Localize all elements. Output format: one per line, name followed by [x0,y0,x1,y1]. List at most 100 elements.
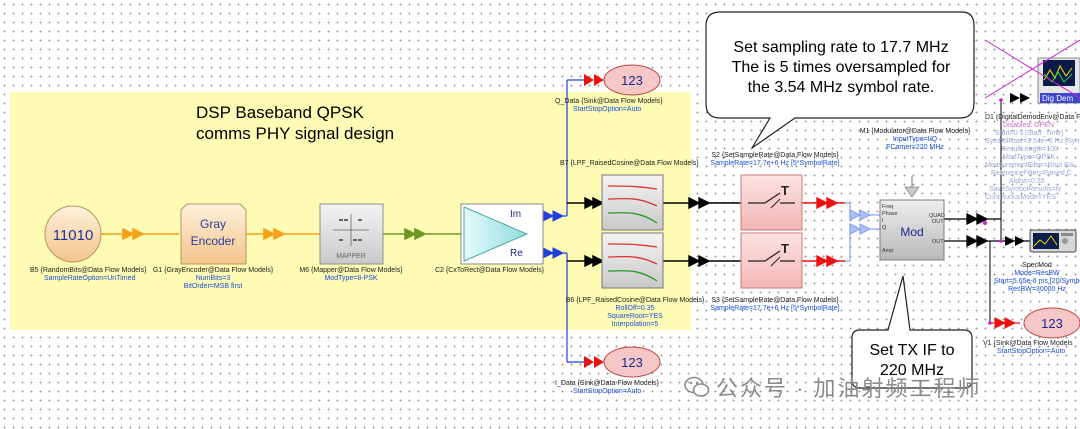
demod-param-start: Start=0 s [Start_Time] [995,130,1064,137]
sampling-note-line2: The is 5 times oversampled for [731,59,951,76]
tx-if-note-line2: 220 MHz [879,362,945,379]
wechat-icon [684,376,710,397]
mod-label: Mod [900,225,923,239]
raised-cosine-filter-b7[interactable] [601,174,664,231]
set-sample-rate-s3[interactable]: T [740,232,803,289]
digital-demod-block[interactable]: Dig Dem [984,39,1080,104]
random-bits-symbol: 11010 [53,227,94,244]
filter-b6-param-interp: Interpolation=5 [611,321,659,328]
random-bits-param: SampleRateOption=UnTimed [44,275,136,282]
filter-input-wires [567,196,605,268]
modulator-param-fcarrier: FCarrier=220 MHz [886,144,944,151]
demod-param-modtype: ModType=QPSK [1003,154,1056,161]
blue-bus [563,79,584,363]
q-sink-param: StartStopOption=Auto [573,106,642,113]
mapper-annotation: M6 {Mapper@Data Flow Models} ModType=8-P… [292,267,410,283]
modulator-name: M1 {Modulator@Data Flow Models} [859,128,971,135]
raised-cosine-filter-b6[interactable] [601,232,664,289]
filter-output-wires [663,196,741,268]
watermark-text: 公众号 · 加油射频工程师 [716,376,982,401]
region-title: DSP Baseband QPSK comms PHY signal desig… [196,102,394,144]
q-sink-annotation: Q_Data {Sink@Data Flow Models} StartStop… [555,98,663,114]
cx-to-rect-name: C2 {CxToRect@Data Flow Models} [435,267,545,274]
modulator-block[interactable]: Freq Phase I Q Amp QUAD OUT OUT Mod [879,199,945,261]
sampling-note-line1: Set sampling rate to 17.7 MHz [733,39,949,56]
tx-if-note: Set TX IF to 220 MHz [852,341,972,381]
svg-text:T: T [781,241,789,256]
sampling-rate-callout [705,11,975,149]
demod-disabled-status: Disabled: OPEN [1003,122,1054,129]
i-sink-symbol: 123 [621,355,643,370]
cx-to-rect-block[interactable]: Im Re [460,203,544,265]
q-sink-symbol: 123 [621,73,643,88]
spec-mod-param-start: Start=5.65e-6 ms [20/SymbolRa [994,278,1080,285]
modulator-annotation: M1 {Modulator@Data Flow Models} InputTyp… [855,128,975,152]
random-bits-block[interactable]: 11010 [44,205,102,263]
filter-b6-param-rolloff: RollOff=0.35 [615,305,655,312]
q-sink-name: Q_Data {Sink@Data Flow Models} [555,98,663,105]
gray-encoder-param-bitorder: BitOrder=MSB first [183,283,243,290]
demod-param-alpha: Alpha=0.35 [1009,178,1045,185]
i-data-sink[interactable]: 123 [584,346,661,378]
mapper-symbol: MAPPER [336,253,366,260]
mod-port-i: I [882,218,884,224]
spec-mod-annotation: SpecMod Mode=ResBW Start=5.65e-6 ms [20/… [994,262,1080,294]
mapper-block[interactable]: MAPPER [319,203,384,265]
s3-annotation: S3 {SetSampleRate@Data Flow Models} Samp… [705,297,845,313]
filter-b6-annotation: B6 {LPF_RaisedCosine@Data Flow Models} R… [560,297,710,329]
demod-param-resultlength: ResultLength=100 [1001,146,1059,153]
gray-encoder-param-numbits: NumBits=3 [195,275,231,282]
mod-port-amp: Amp [882,248,893,254]
s3-param-samplerate: SampleRate=17.7e+6 Hz [5*SymbolRate] [710,305,840,312]
mod-port-phase: Phase [882,211,898,217]
v1-sink[interactable]: 123 [1023,307,1080,339]
mod-port-out1: OUT [932,219,944,225]
demod-param-symbolrate: SymbolRate=3.54e+6 Hz [Symb [985,138,1080,145]
s2-annotation: S2 {SetSampleRate@Data Flow Models} Samp… [705,152,845,168]
region-title-line2: comms PHY signal design [196,124,395,143]
probe-markers [983,98,1003,325]
v1-sink-annotation: V1 {Sink@Data Flow Models StartStopOptio… [983,340,1080,356]
demod-symbol: Dig Dem [1042,94,1073,103]
i-sink-param: StartStopOption=Auto [573,388,642,395]
resampled-wires [802,196,845,268]
gray-encoder-annotation: G1 {GrayEncoder@Data Flow Models} NumBit… [148,267,278,291]
filter-b7-name: B7 {LPF_RaisedCosine@Data Flow Models} [560,160,699,167]
spec-mod-block[interactable] [1005,229,1077,253]
demod-param-savesymbols: SaveSymbolResults=N [989,186,1061,193]
demod-name: D1 {DigitalDemodEnv@Data Flo [985,114,1080,121]
v1-sink-name: V1 {Sink@Data Flow Models [983,340,1073,347]
random-bits-name: B5 {RandomBits@Data Flow Models} [30,267,147,274]
spec-mod-name: SpecMod [1022,262,1052,269]
s2-param-samplerate: SampleRate=17.7e+6 Hz [5*SymbolRate] [710,160,840,167]
v1-sink-symbol: 123 [1041,316,1063,331]
mod-input-wires [845,202,880,262]
gray-encoder-line2: Encoder [191,234,236,248]
watermark: 公众号 · 加油射频工程师 [684,371,982,403]
v1-sink-param: StartStopOption=Auto [997,348,1066,355]
filter-b7-annotation: B7 {LPF_RaisedCosine@Data Flow Models} [560,160,699,168]
gray-encoder-block[interactable]: Gray Encoder [180,203,247,265]
sampling-rate-note: Set sampling rate to 17.7 MHz The is 5 t… [708,38,974,98]
mapper-name: M6 {Mapper@Data Flow Models} [299,267,403,274]
demod-annotation: D1 {DigitalDemodEnv@Data Flo Disabled: O… [985,114,1080,202]
bits-wire [101,227,320,241]
tx-if-note-line1: Set TX IF to [869,342,955,359]
s3-name: S3 {SetSampleRate@Data Flow Models} [711,297,839,304]
rect-output-ports [542,210,565,259]
cx-to-rect-annotation: C2 {CxToRect@Data Flow Models} [435,267,544,275]
port-re-label: Re [510,248,523,259]
port-im-label: Im [510,209,521,220]
tx-if-callout [851,275,973,389]
set-sample-rate-s2[interactable]: T [740,174,803,231]
svg-text:T: T [781,183,789,198]
q-data-sink[interactable]: 123 [584,64,661,96]
spec-mod-param-resbw: ResBW=30000 Hz [1008,286,1066,293]
filter-b6-name: B6 {LPF_RaisedCosine@Data Flow Models} [565,297,705,304]
i-sink-annotation: I_Data {Sink@Data Flow Models} StartStop… [555,380,659,396]
region-title-line1: DSP Baseband QPSK [196,103,364,122]
mod-port-freq: Freq [882,204,893,210]
random-bits-annotation: B5 {RandomBits@Data Flow Models} SampleR… [30,267,146,283]
sampling-note-line3: the 3.54 MHz symbol rate. [747,79,935,96]
